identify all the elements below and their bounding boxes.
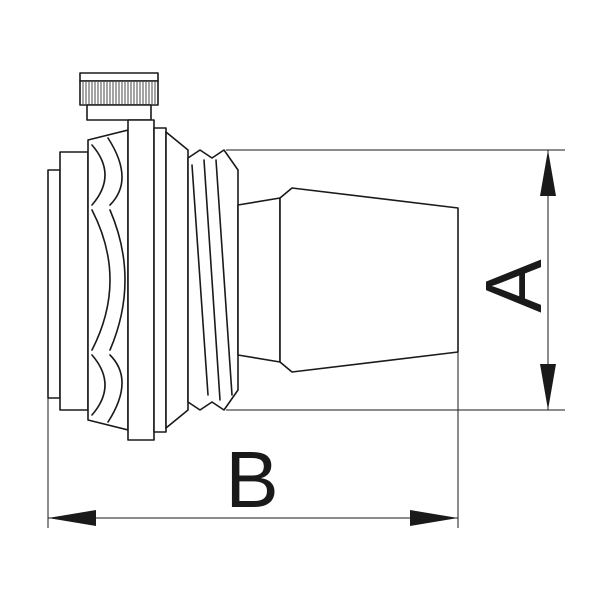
dimension-b: B [48,435,458,526]
collar-ring [127,119,189,441]
flange-plate [47,151,89,411]
arrowhead-left-icon [48,510,96,526]
neck [237,197,281,363]
dimension-a-label: A [469,259,558,313]
hex-nut [87,129,129,431]
arrowhead-bottom-icon [540,364,556,410]
dimension-b-label: B [225,435,278,524]
arrowhead-top-icon [540,150,556,196]
dimension-a: A [469,150,558,410]
knurled-cap [79,72,159,121]
arrowhead-right-icon [410,510,458,526]
thread-section [187,149,239,411]
extension-lines [47,149,565,528]
cone-body [279,187,459,373]
